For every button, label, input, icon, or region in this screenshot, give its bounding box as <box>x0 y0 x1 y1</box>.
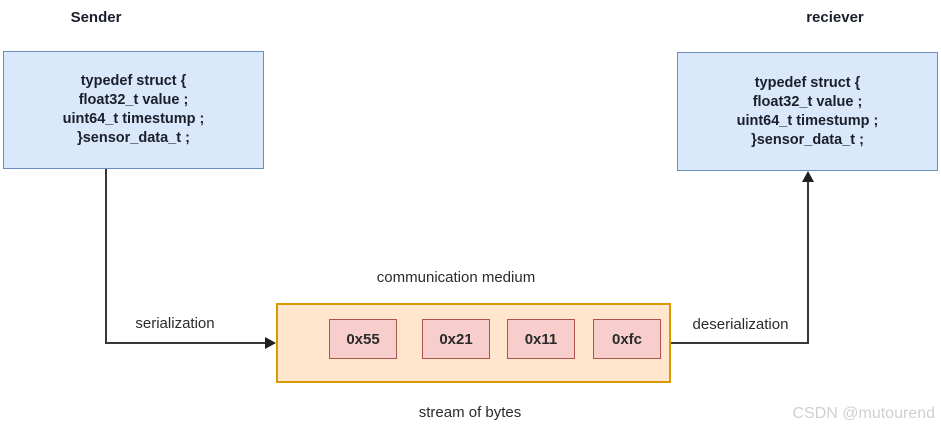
serialization-arrow-horizontal-line <box>105 342 267 344</box>
code-line: }sensor_data_t ; <box>751 131 864 148</box>
deserialization-arrow-vertical-line <box>807 180 809 344</box>
communication-medium-box: 0x55 0x21 0x11 0xfc <box>276 303 671 383</box>
code-line: float32_t value ; <box>78 92 189 108</box>
stream-of-bytes-caption: stream of bytes <box>418 404 522 421</box>
sender-struct-code: typedef struct { float32_t value ; uint6… <box>63 72 205 148</box>
receiver-struct-code: typedef struct { float32_t value ; uint6… <box>737 74 879 150</box>
code-line: typedef struct { <box>754 74 861 91</box>
code-line: uint64_t timestump ; <box>736 112 879 129</box>
deserialization-arrow-horizontal-line <box>671 342 808 344</box>
byte-box: 0x21 <box>422 319 490 359</box>
serialization-label: serialization <box>135 315 215 332</box>
receiver-struct-box: typedef struct { float32_t value ; uint6… <box>677 52 938 171</box>
code-line: float32_t value ; <box>752 93 863 110</box>
byte-box: 0x11 <box>507 319 575 359</box>
sender-title: Sender <box>70 9 122 26</box>
code-line: typedef struct { <box>80 73 187 89</box>
receiver-title: reciever <box>806 9 864 26</box>
communication-medium-title: communication medium <box>376 269 536 286</box>
code-line: uint64_t timestump ; <box>62 111 205 127</box>
deserialization-label: deserialization <box>692 316 789 333</box>
code-line: }sensor_data_t ; <box>77 130 190 146</box>
arrowhead-right-icon <box>265 337 276 349</box>
serialization-arrow-vertical-line <box>105 169 107 344</box>
sender-struct-box: typedef struct { float32_t value ; uint6… <box>3 51 264 169</box>
byte-box: 0xfc <box>593 319 661 359</box>
byte-box: 0x55 <box>329 319 397 359</box>
arrowhead-up-icon <box>802 171 814 182</box>
watermark: CSDN @mutourend <box>792 405 935 422</box>
